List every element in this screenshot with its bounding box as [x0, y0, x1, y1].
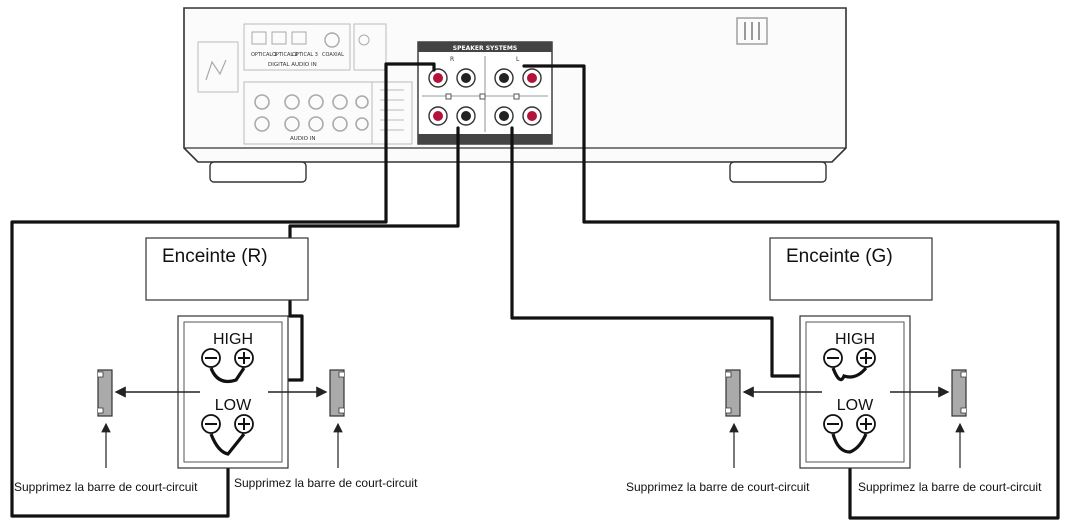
svg-text:OPTICAL 1: OPTICAL 1 — [251, 52, 277, 58]
cable-r-low — [10, 62, 436, 518]
svg-text:AUDIO IN: AUDIO IN — [290, 136, 315, 142]
speaker-r-name-box — [145, 237, 309, 301]
svg-text:DIGITAL AUDIO IN: DIGITAL AUDIO IN — [268, 62, 317, 68]
cable-r-high — [234, 126, 460, 382]
svg-text:L: L — [516, 56, 520, 63]
speaker-r-high-minus-icon — [201, 348, 221, 368]
speaker-g-name-box — [769, 237, 933, 301]
speaker-g-low-plus-icon — [856, 414, 876, 434]
cable-g-high — [510, 126, 846, 378]
speaker-g-name: Enceinte (G) — [786, 246, 893, 267]
svg-text:COAXIAL: COAXIAL — [322, 52, 344, 58]
speaker-cables — [10, 62, 1060, 520]
svg-text:SPEAKER SYSTEMS: SPEAKER SYSTEMS — [453, 45, 517, 52]
amp-digital-audio-in: OPTICAL 1 OPTICAL 2 OPTICAL 3 COAXIAL DI… — [243, 23, 351, 71]
svg-text:HIGH: HIGH — [835, 331, 875, 348]
speaker-r-high-plus-icon — [234, 348, 254, 368]
speaker-g: Enceinte (G) HIGH LOW — [626, 237, 1042, 494]
speaker-r-low-plus-icon — [234, 414, 254, 434]
speaker-r-name: Enceinte (R) — [162, 246, 268, 267]
speaker-g-short-bar-left — [725, 369, 741, 417]
speaker-g-high-plus-icon — [856, 348, 876, 368]
svg-text:LOW: LOW — [837, 397, 874, 414]
svg-text:HIGH: HIGH — [213, 331, 253, 348]
speaker-g-high-minus-icon — [823, 348, 843, 368]
speaker-r: Enceinte (R) HIGH LOW — [14, 237, 418, 494]
speaker-r-short-bar-left — [97, 369, 113, 417]
speaker-g-short-bar-right — [951, 369, 967, 417]
svg-text:R: R — [450, 56, 454, 63]
svg-text:OPTICAL 2: OPTICAL 2 — [272, 52, 298, 58]
speaker-g-note-left: Supprimez la barre de court-circuit — [626, 480, 810, 494]
speaker-systems-panel: SPEAKER SYSTEMS R L — [417, 41, 553, 145]
cable-g-low — [522, 64, 1060, 520]
amp-ir-port — [197, 41, 239, 93]
amp-audio-in: AUDIO IN — [243, 81, 373, 145]
amp-logo-icon — [736, 17, 768, 45]
svg-text:OPTICAL 3: OPTICAL 3 — [292, 52, 318, 58]
amplifier: OPTICAL 1 OPTICAL 2 OPTICAL 3 COAXIAL DI… — [183, 7, 847, 183]
speaker-r-short-bar-right — [329, 369, 345, 417]
svg-text:LOW: LOW — [215, 397, 252, 414]
speaker-r-low-minus-icon — [201, 414, 221, 434]
amp-foot-right — [729, 161, 827, 183]
speaker-g-low-minus-icon — [823, 414, 843, 434]
amp-foot-left — [209, 161, 307, 183]
speaker-r-note-right: Supprimez la barre de court-circuit — [234, 476, 418, 490]
speaker-g-note-right: Supprimez la barre de court-circuit — [858, 480, 1042, 494]
speaker-r-note-left: Supprimez la barre de court-circuit — [14, 480, 198, 494]
